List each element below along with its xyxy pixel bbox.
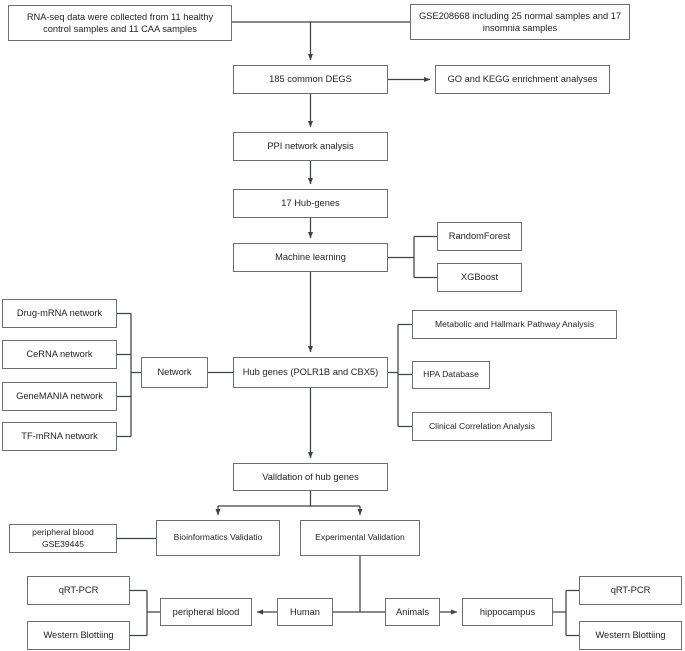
node-rnaseq-source: RNA-seq data were collected from 11 heal… <box>8 5 232 41</box>
node-17-hub-genes: 17 Hub-genes <box>233 189 388 218</box>
node-western-blotting-animal: Western Blottiing <box>579 621 682 650</box>
node-gse208668-source: GSE208668 including 25 normal samples an… <box>410 4 630 40</box>
node-go-kegg-enrichment: GO and KEGG enrichment analyses <box>435 65 610 94</box>
node-qrt-pcr-human: qRT-PCR <box>27 576 130 605</box>
node-validation-of-hub-genes: Valldation of hub genes <box>233 463 388 491</box>
node-ppi-network-analysis: PPI network analysis <box>233 132 388 161</box>
node-experimental-validation: Experimental Validation <box>300 520 420 556</box>
node-peripheral-blood-gse39445: peripheral blood GSE39445 <box>9 524 117 553</box>
node-genemania-network: GeneMANIA network <box>2 382 117 411</box>
node-animals: Animals <box>385 598 440 626</box>
node-hub-genes-polr1b-cbx5: Hub genes (POLR1B and CBX5) <box>233 357 388 388</box>
node-clinical-correlation-analysis: Clinical Correlation Analysis <box>412 412 552 441</box>
node-tf-mrna-network: TF-mRNA network <box>2 422 117 451</box>
node-hpa-database: HPA Database <box>412 361 490 389</box>
node-cerna-network: CeRNA network <box>2 340 117 369</box>
node-human: Human <box>277 598 333 626</box>
node-network: Network <box>141 357 208 388</box>
node-bioinformatics-validation: Bioinformatics Validatio <box>156 520 280 556</box>
node-peripheral-blood: peripheral blood <box>160 598 252 626</box>
node-drug-mrna-network: Drug-mRNA network <box>2 299 117 328</box>
node-randomforest: RandomForest <box>437 222 522 251</box>
node-western-blotting-human: Western Blottiing <box>27 621 130 650</box>
node-machine-learning: Machine learning <box>233 243 388 272</box>
node-hippocampus: hippocampus <box>462 598 553 626</box>
node-xgboost: XGBoost <box>437 263 522 292</box>
node-metabolic-hallmark-pathway: Metabolic and Hallmark Pathway Analysis <box>412 310 617 339</box>
node-qrt-pcr-animal: qRT-PCR <box>579 576 682 605</box>
node-common-degs: 185 common DEGS <box>233 65 388 94</box>
